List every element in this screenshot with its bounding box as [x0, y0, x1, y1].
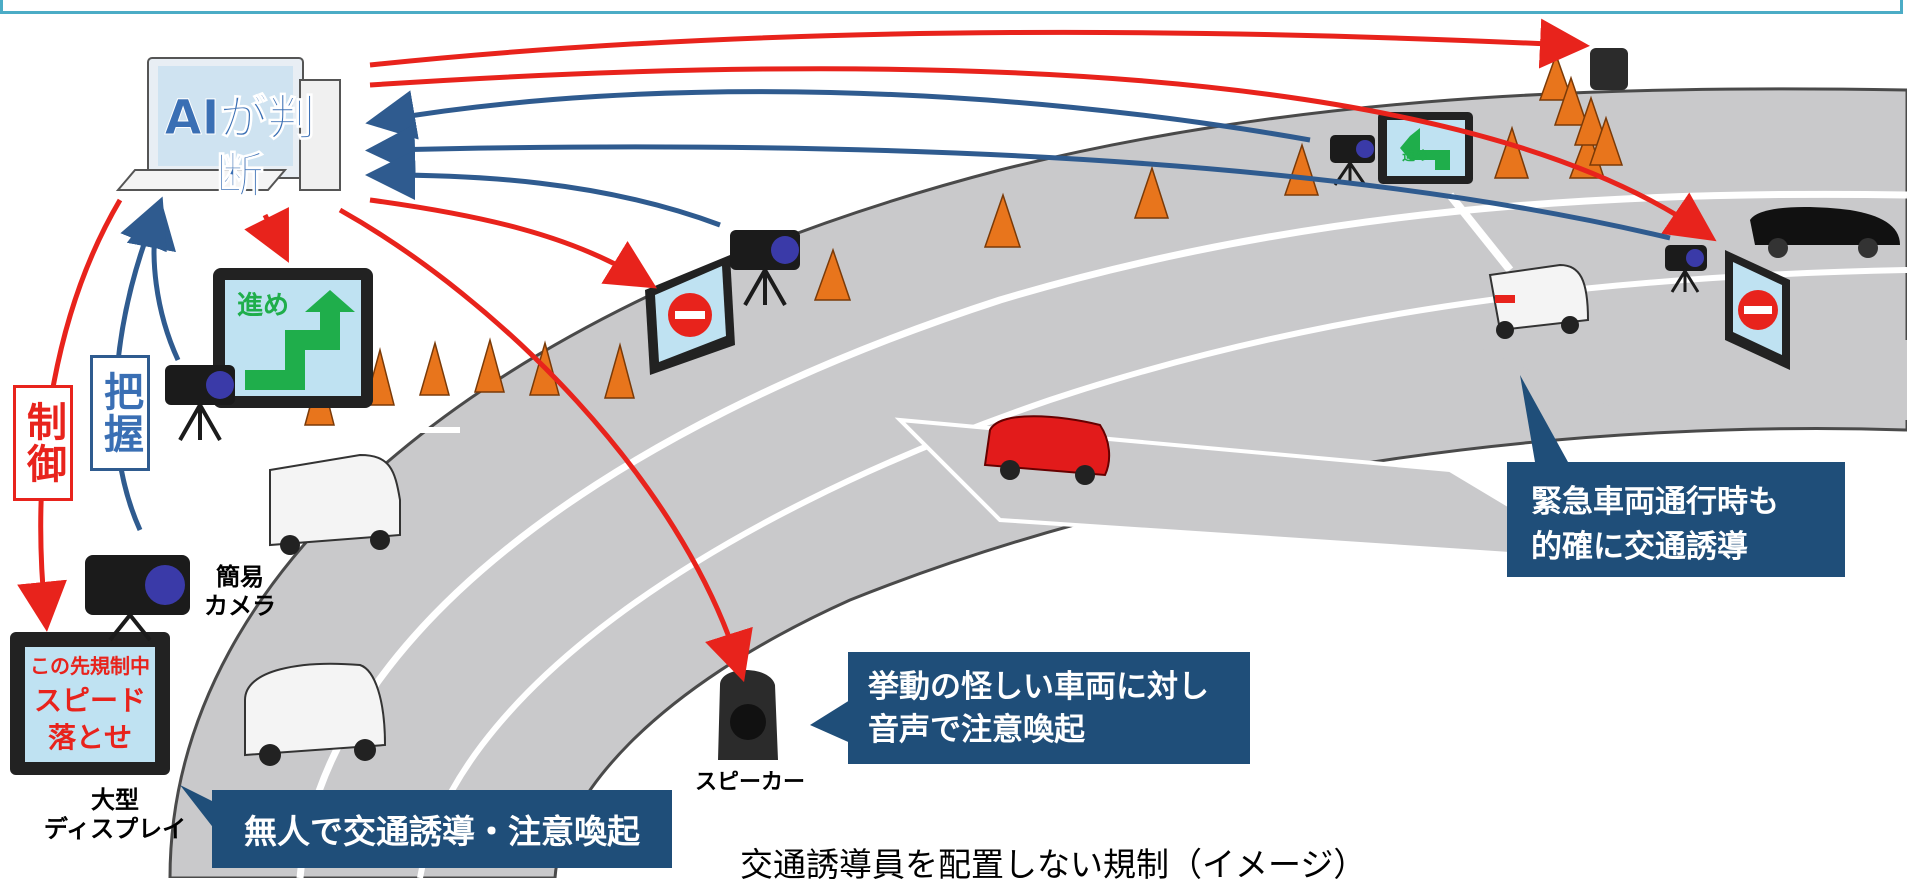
large-display-label: 大型 ディスプレイ — [43, 786, 187, 843]
speaker-icon — [718, 48, 1628, 760]
camera-icon — [85, 135, 1707, 642]
control-label: 制御 — [13, 385, 73, 501]
no-entry-sign-center — [645, 255, 735, 375]
callout-suspicious-line2: 音声で注意喚起 — [868, 712, 1085, 749]
grasp-label: 把握 — [90, 355, 150, 471]
callout-emergency-vehicle: 緊急車両通行時も 的確に交通誘導 — [1507, 462, 1845, 577]
callout-emergency-line2: 的確に交通誘導 — [1531, 528, 1748, 565]
vehicles — [244, 207, 1900, 766]
callout-unmanned: 無人で交通誘導・注意喚起 — [212, 790, 672, 868]
no-entry-sign-right — [1725, 250, 1790, 370]
callout-unmanned-text: 無人で交通誘導・注意喚起 — [244, 812, 640, 851]
display-message-line1: この先規制中 — [30, 654, 150, 678]
large-display — [10, 632, 170, 775]
display-message-line3: 落とせ — [47, 721, 132, 754]
callout-emergency-line1: 緊急車両通行時も — [1531, 484, 1779, 520]
callout-suspicious-line1: 挙動の怪しい車両に対し — [868, 669, 1209, 705]
callout-suspicious-vehicle: 挙動の怪しい車両に対し 音声で注意喚起 — [848, 652, 1250, 764]
go-sign-text: 進め — [236, 291, 289, 321]
speaker-label: スピーカー — [694, 770, 805, 795]
go-sign-left — [213, 268, 373, 408]
ai-judgment-label: AIが判断 — [164, 89, 316, 204]
traffic-cones — [304, 52, 1624, 426]
header-frame — [0, 0, 1903, 14]
ai-computer — [115, 57, 341, 191]
go-sign-text-small: 進め — [1401, 149, 1428, 164]
figure-caption: 交通誘導員を配置しない規制（イメージ） — [740, 845, 1367, 884]
simple-camera-label: 簡易 カメラ — [204, 563, 276, 620]
display-message-line2: スピード — [33, 684, 146, 717]
